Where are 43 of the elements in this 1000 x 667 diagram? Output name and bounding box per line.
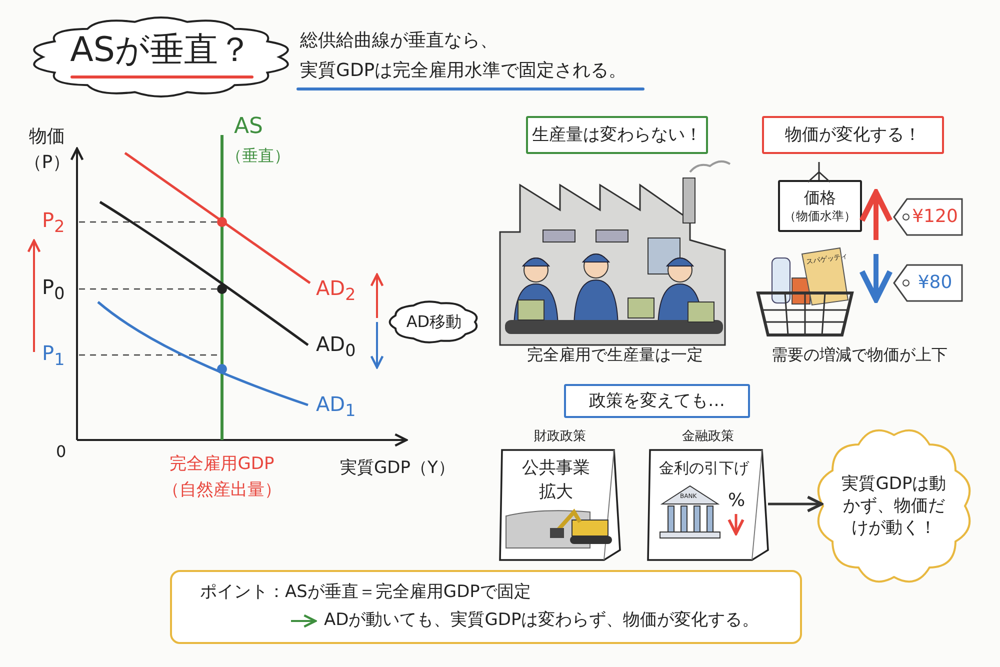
node-text: 価格: [804, 188, 836, 209]
caption-text: 需要の増減で物価が上下: [770, 345, 948, 366]
node-text: 生産量は変わらない！: [532, 124, 702, 146]
title: ASが垂直？: [69, 29, 253, 72]
subtitle: 総供給曲線が垂直なら、: [300, 29, 498, 52]
curve-label: AS: [234, 114, 264, 139]
node-text: AD移動: [406, 312, 462, 332]
axis-label: （自然産出量）: [162, 479, 282, 501]
arrow: [768, 496, 824, 512]
price-tag: [893, 264, 963, 302]
axis-title: 実質GDP（Y）: [340, 457, 455, 479]
axis-label: 0: [56, 442, 66, 461]
node-text: 政策を変えても…: [589, 390, 725, 412]
axis-label: P$_{1}$: [42, 341, 65, 369]
note-box: [170, 570, 802, 644]
curve-label: AD$_{1}$: [316, 392, 356, 420]
caption-text: 完全雇用で生産量は一定: [526, 345, 704, 366]
card-heading: 財政政策: [533, 428, 587, 446]
card-heading: 金融政策: [681, 428, 735, 446]
card-text: 公共事業拡大: [521, 457, 591, 504]
price-tag: [893, 198, 963, 236]
price-text: ¥80: [918, 271, 952, 295]
curve-label: （垂直）: [226, 146, 290, 167]
node-text: （物価水準）: [784, 208, 856, 224]
percent-text: %: [728, 490, 746, 511]
axis-label: P$_{0}$: [42, 275, 65, 303]
cloud-bubble: [816, 428, 972, 584]
axis-label: P$_{2}$: [42, 208, 65, 236]
card-text: 金利の引下げ: [658, 458, 750, 479]
axis-title: 物価（P）: [22, 125, 72, 175]
price-text: ¥120: [912, 205, 958, 229]
note-text: ADが動いても、実質GDPは変わらず、物価が変化する。: [324, 609, 760, 632]
curve-label: AD$_{0}$: [316, 332, 356, 360]
price-sign: [778, 180, 862, 232]
node-text: 実質GDPは動かず、物価だけが動く！: [840, 472, 948, 540]
heading-box: [564, 384, 750, 418]
axis-label: 完全雇用GDP: [168, 453, 276, 475]
note-text: ポイント：ASが垂直＝完全雇用GDPで固定: [200, 581, 531, 604]
node-text: 物価が変化する！: [785, 124, 921, 146]
heading-box: [762, 116, 944, 154]
heading-box: [526, 116, 708, 154]
curve-label: AD$_{2}$: [316, 276, 356, 304]
subtitle: 実質GDPは完全雇用水準で固定される。: [300, 59, 627, 82]
